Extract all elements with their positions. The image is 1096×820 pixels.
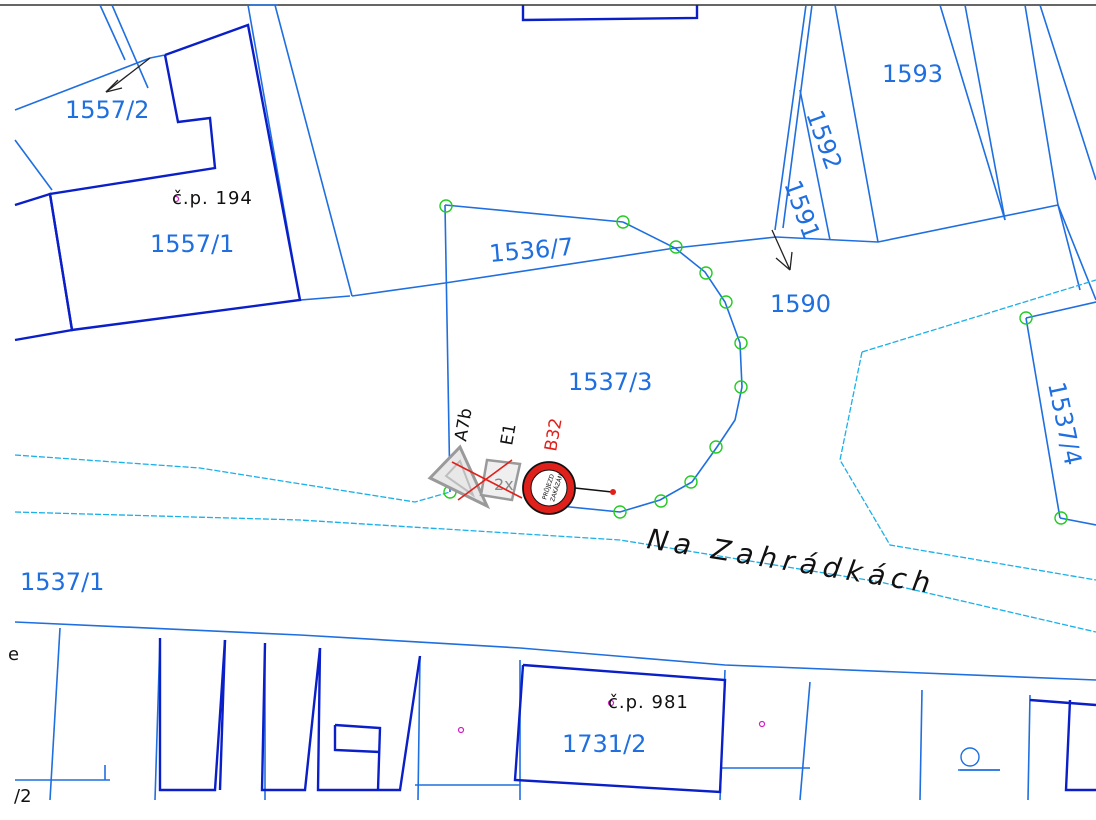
sign-b32-no-entry-icon[interactable]: PRŮJEZD ZAKÁZÁN [522,461,576,515]
edge-glyph-left: e [8,644,19,665]
buildings [14,5,1096,794]
sign-pointer-icon [574,487,616,495]
parcel-boundaries [14,4,1096,801]
parcel-arrows [105,57,793,271]
parcel-label-1593[interactable]: 1593 [882,60,943,88]
parcel-label-1537-3[interactable]: 1537/3 [568,368,652,396]
sign-code-a7b: A7b [451,407,476,443]
parcel-label-1557-2[interactable]: 1557/2 [65,96,149,124]
sign-code-b32: B32 [541,417,566,453]
sign-e1-text: 2x [494,475,514,494]
parcel-label-1536-7[interactable]: 1536/7 [488,233,575,268]
house-number-981: č.p. 981 [608,692,689,713]
sign-a7b-triangle-icon[interactable] [427,444,491,510]
vertex-markers [439,199,1068,525]
sign-code-e1: E1 [497,422,520,447]
road-edges [14,279,1096,633]
house-number-194: č.p. 194 [172,188,253,209]
parcel-label-1592[interactable]: 1592 [800,106,847,173]
parcel-label-1731-2[interactable]: 1731/2 [562,730,646,758]
edge-glyph-bottom: /2 [14,786,32,807]
address-points [172,195,766,734]
street-name: Na Zahrádkách [645,522,939,600]
well-symbol [958,747,1000,771]
parcel-label-1537-1[interactable]: 1537/1 [20,568,104,596]
parcel-label-1590[interactable]: 1590 [770,290,831,318]
traffic-signs[interactable]: 2x PRŮJEZD ZAKÁZÁN A7b E1 B32 [427,407,616,515]
parcel-label-1557-1[interactable]: 1557/1 [150,230,234,258]
sign-cancel-cross-icon [451,459,523,501]
